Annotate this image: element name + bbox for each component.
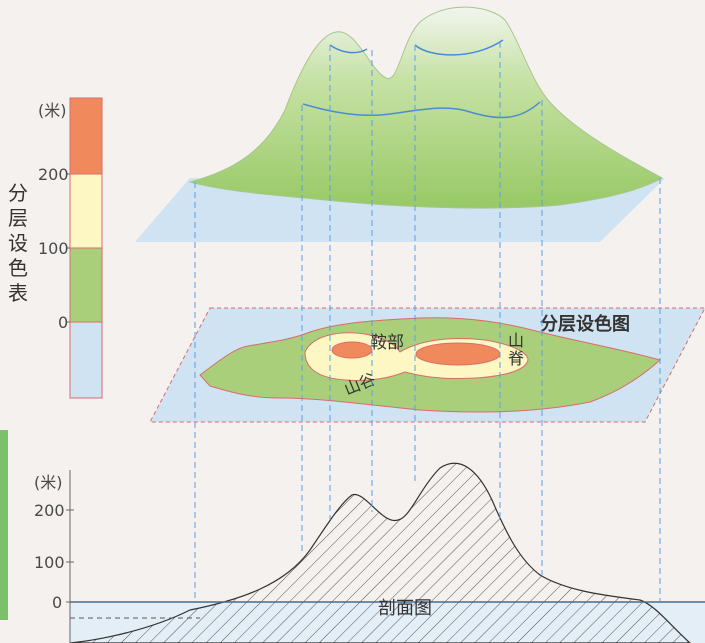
legend-title-char-3: 设 xyxy=(8,231,28,255)
terrain-block-3d xyxy=(135,6,665,242)
guide-lines xyxy=(194,42,661,602)
map-orange-peak-right xyxy=(415,342,501,366)
legend-tick-label-200: 200 xyxy=(38,165,69,184)
profile-title: 剖面图 xyxy=(378,598,432,619)
contour-100 xyxy=(302,101,541,119)
legend: (米) 200 100 0 分 层 设 色 表 xyxy=(8,97,103,399)
contour-200-right xyxy=(414,39,504,56)
page-edge-tab xyxy=(0,430,8,620)
legend-tick-label-0: 0 xyxy=(58,313,68,332)
legend-title: 分 层 设 色 表 xyxy=(8,181,28,305)
profile-tick-label-100: 100 xyxy=(34,553,65,572)
legend-title-char-2: 层 xyxy=(8,206,28,230)
legend-tick-label-100: 100 xyxy=(38,239,69,258)
legend-band-mid-high xyxy=(69,173,103,249)
profile-tick-label-200: 200 xyxy=(34,501,65,520)
map-orange-peak-left xyxy=(331,341,373,359)
ridge-label-line2: 脊 xyxy=(508,349,524,368)
legend-unit: (米) xyxy=(38,101,67,120)
legend-title-char-4: 色 xyxy=(8,256,28,280)
map-title: 分层设色图 xyxy=(540,313,630,335)
ridge-label-line1: 山 xyxy=(508,331,524,350)
legend-band-low xyxy=(69,321,103,399)
layered-color-map: 分层设色图 鞍部 山 脊 山谷 xyxy=(149,307,705,423)
profile-tick-label-0: 0 xyxy=(52,593,62,612)
legend-band-mid xyxy=(69,247,103,323)
legend-title-char-5: 表 xyxy=(8,281,28,305)
legend-title-char-1: 分 xyxy=(8,181,28,205)
saddle-label: 鞍部 xyxy=(370,333,404,353)
profile-section: (米) 200 100 0 剖面图 xyxy=(34,462,705,643)
profile-hatched-shape xyxy=(69,462,691,643)
terrain-surface xyxy=(188,6,664,209)
contour-200-left xyxy=(329,44,368,54)
profile-unit: (米) xyxy=(34,473,63,492)
legend-band-high xyxy=(69,97,103,175)
